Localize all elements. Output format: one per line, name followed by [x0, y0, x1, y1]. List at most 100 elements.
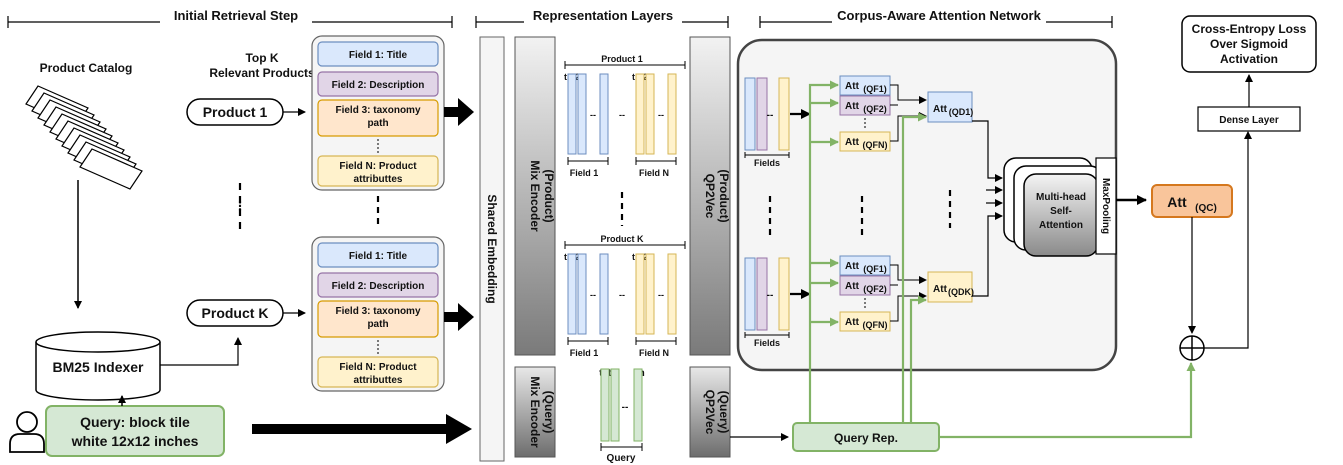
att-qdk-prefix: Att	[933, 284, 948, 295]
svg-text:QP2Vec: QP2Vec	[703, 390, 717, 435]
token-embedding-bar	[599, 73, 609, 155]
svg-text:Product 1: Product 1	[203, 104, 268, 120]
query-text-line1: Query: block tile	[80, 414, 190, 430]
big-arrow-product1	[444, 98, 474, 126]
maxpooling-bar: MaxPooling	[1095, 157, 1117, 255]
token-embedding-bar	[645, 73, 655, 155]
token-field-label: Field N	[639, 348, 669, 358]
qdk-to-mhsa-arrow	[972, 212, 1003, 297]
token-group-dashes: --	[619, 290, 625, 300]
field-3-taxonomy-label: Field 3: taxonomy	[335, 306, 420, 317]
loss-box: Cross-Entropy Loss Over Sigmoid Activati…	[1181, 15, 1317, 73]
section-title-representation: Representation Layers	[533, 8, 673, 23]
svg-text:MaxPooling: MaxPooling	[1100, 178, 1111, 234]
field-n-attributes-label: attributtes	[354, 375, 403, 386]
att-qfn-sub: (QFN)	[863, 320, 888, 330]
att-qdk-sub: (QDK)	[948, 287, 974, 297]
token-embedding-bar	[667, 253, 677, 335]
topk-label-line2: Relevant Products	[209, 66, 315, 80]
svg-text:Mix Encoder: Mix Encoder	[528, 376, 542, 448]
bm25-indexer-label: BM25 Indexer	[52, 359, 144, 375]
svg-text:(Product): (Product)	[717, 169, 731, 222]
qp2vec-query-bar: QP2Vec (Query)	[689, 366, 731, 458]
field-2-description-label: Field 2: Description	[332, 281, 425, 292]
query-rep-box: Query Rep.	[792, 422, 940, 452]
field-n-attributes-label: attributtes	[354, 174, 403, 185]
svg-text:Query Rep.: Query Rep.	[834, 431, 898, 445]
product-catalog-stack-icon	[25, 85, 143, 190]
svg-text:QP2Vec: QP2Vec	[703, 174, 717, 219]
svg-text:Mix Encoder: Mix Encoder	[528, 160, 542, 232]
token-embedding-bar	[635, 253, 645, 335]
plus-to-dense-arrow	[1204, 131, 1252, 349]
qd1-to-mhsa-arrow	[972, 120, 1003, 182]
att-qfn-prefix: Att	[845, 137, 860, 148]
att-qd1-prefix: Att	[933, 104, 948, 115]
query-box: Query: block tile white 12x12 inches	[45, 405, 225, 457]
att-qc-box: Att (QC)	[1151, 184, 1233, 218]
mhsa-label-l2: Self-	[1050, 206, 1072, 217]
query-rep-green-connections	[808, 80, 1196, 439]
field-2-description	[317, 71, 439, 97]
indexer-to-productk-arrow	[160, 337, 242, 366]
fields-label: Fields	[754, 338, 780, 348]
att-qf2-prefix: Att	[845, 101, 860, 112]
svg-text:Product K: Product K	[202, 305, 269, 321]
token-embedding-bar	[635, 73, 645, 155]
product-k-pill: Product K	[186, 299, 284, 327]
token-embedding-bar	[645, 253, 655, 335]
token-embedding-bar	[567, 73, 577, 155]
att-qf2-sub: (QF2)	[863, 104, 887, 114]
shared-embedding-label: Shared Embedding	[485, 194, 499, 303]
field-vector-bar	[756, 77, 768, 151]
token-embedding-bar	[667, 73, 677, 155]
product-catalog-label: Product Catalog	[40, 61, 133, 75]
field-vector-bar	[756, 257, 768, 331]
query-text-line2: white 12x12 inches	[71, 433, 199, 449]
field-vector-dashes: --	[767, 290, 774, 301]
bm25-indexer-cylinder: BM25 Indexer	[35, 331, 161, 401]
att-qf2-prefix: Att	[845, 281, 860, 292]
token-group-title: Product 1	[601, 54, 643, 64]
att-qd1-sub: (QD1)	[949, 107, 974, 117]
field-3-taxonomy	[317, 300, 439, 338]
product-1-pill: Product 1	[186, 98, 284, 126]
field-1-title	[317, 242, 439, 268]
att-qfn-prefix: Att	[845, 317, 860, 328]
att-qf1-sub: (QF1)	[863, 264, 887, 274]
field-1-title-label: Field 1: Title	[349, 50, 408, 61]
att-qd1-box	[927, 91, 973, 123]
field-3-taxonomy-label: Field 3: taxonomy	[335, 105, 420, 116]
svg-text:(Query): (Query)	[717, 391, 731, 434]
att-qc-label: Att	[1167, 194, 1187, 210]
svg-text:--: --	[622, 402, 629, 413]
svg-text:(Product): (Product)	[542, 169, 556, 222]
token-field-label: Field 1	[570, 348, 599, 358]
att-qdk-box	[927, 271, 973, 303]
token-embedding-bar	[577, 253, 587, 335]
field-2-description-label: Field 2: Description	[332, 80, 425, 91]
field-n-attributes-label: Field N: Product	[339, 161, 417, 172]
big-arrow-query	[252, 414, 472, 444]
field-2-description	[317, 272, 439, 298]
mix-encoder-query-bar: Mix Encoder (Query)	[514, 366, 556, 458]
token-dashes: --	[590, 110, 596, 120]
shared-embedding-bar: Shared Embedding	[479, 36, 505, 462]
att-qc-sub: (QC)	[1195, 203, 1217, 214]
svg-text:Activation: Activation	[1220, 52, 1278, 66]
field-vector-bar	[744, 257, 756, 331]
token-field-label: Field N	[639, 168, 669, 178]
section-title-retrieval: Initial Retrieval Step	[174, 8, 298, 23]
token-embedding-bar	[599, 253, 609, 335]
field-vector-bar	[778, 257, 790, 331]
section-header-attention: Corpus-Aware Attention Network	[759, 8, 1113, 28]
field-3-taxonomy-label: path	[367, 319, 388, 330]
svg-text:Dense Layer: Dense Layer	[1219, 115, 1279, 126]
fields-label: Fields	[754, 158, 780, 168]
att-qf1-sub: (QF1)	[863, 84, 887, 94]
vertical-ellipsis-left: ⋮	[234, 199, 246, 213]
